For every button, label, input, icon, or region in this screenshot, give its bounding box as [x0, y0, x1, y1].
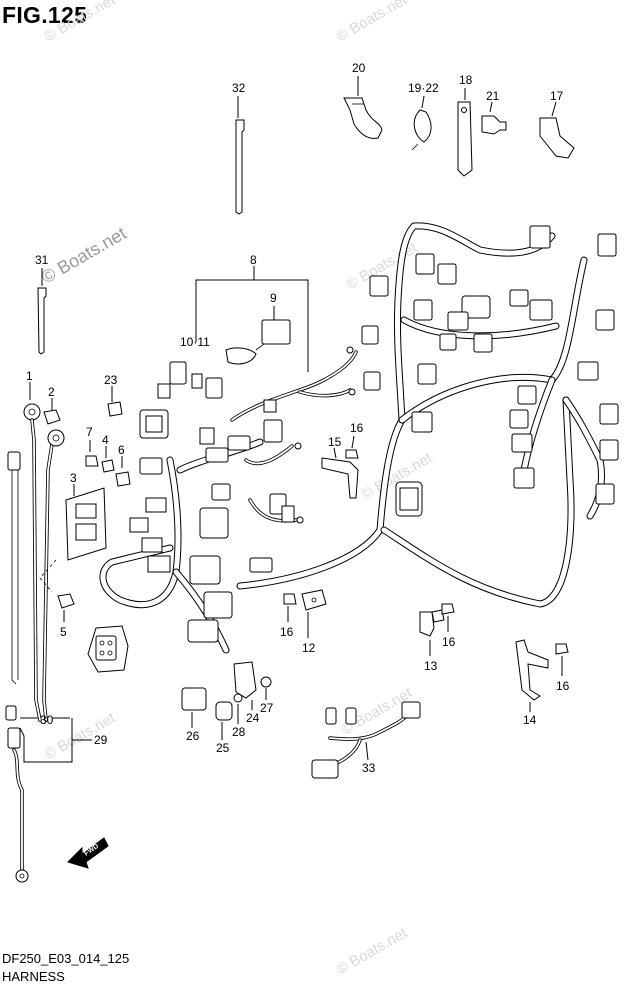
- callout-28: 28: [232, 725, 246, 739]
- part-29-bracket: [19, 718, 92, 763]
- part-17-clamp: [539, 101, 575, 159]
- callout-25: 25: [216, 741, 230, 755]
- part-12-bracket: [301, 589, 327, 638]
- callout-2: 2: [48, 385, 55, 399]
- figure-code: DF250_E03_014_125: [2, 951, 130, 966]
- part-31-cable-tie: [37, 268, 47, 355]
- callout-26: 26: [186, 729, 200, 743]
- callout-27: 27: [260, 701, 274, 715]
- callout-32: 32: [232, 81, 246, 95]
- callout-20: 20: [352, 61, 366, 75]
- callout-7: 7: [86, 425, 93, 439]
- part-14-bracket: [515, 639, 549, 712]
- callout-17: 17: [550, 89, 564, 103]
- callout-33: 33: [362, 761, 376, 775]
- callout-21: 21: [486, 89, 500, 103]
- part-4-washer: [101, 446, 115, 473]
- callout-8: 8: [250, 253, 257, 267]
- part-25-cap: [215, 701, 233, 740]
- callout-labels: 32 20 19·22 18 21 17 31 8 9 10·11 1 2 23…: [26, 61, 570, 775]
- figure-title: FIG.125: [2, 2, 88, 28]
- callout-5: 5: [60, 625, 67, 639]
- top-right-connectors: [361, 225, 619, 505]
- part-7-screw: [85, 440, 99, 467]
- part-28-nut: [233, 693, 243, 724]
- callout-14: 14: [523, 713, 537, 727]
- fwd-arrow: FWD: [67, 837, 109, 869]
- part-5-grommet: [57, 593, 75, 622]
- callout-12: 12: [302, 641, 316, 655]
- part-9-relay: [225, 306, 291, 365]
- callout-16-a: 16: [350, 421, 364, 435]
- part-18-bracket: [457, 88, 473, 177]
- callout-24: 24: [246, 711, 260, 725]
- watermark: © Boats.net: [334, 0, 411, 45]
- watermark: © Boats.net: [334, 924, 411, 978]
- callout-31: 31: [35, 253, 49, 267]
- part-33-sub-harness: [311, 701, 421, 779]
- callout-1: 1: [26, 369, 33, 383]
- part-23-bolt: [107, 386, 123, 417]
- part-16-bolt-b: [283, 593, 297, 622]
- callout-30: 30: [40, 713, 54, 727]
- callout-3: 3: [70, 471, 77, 485]
- part-24-bracket: [233, 661, 257, 710]
- callout-9: 9: [270, 291, 277, 305]
- watermark: © Boats.net: [38, 223, 130, 287]
- callout-16-c: 16: [442, 635, 456, 649]
- figure-footer: DF250_E03_014_125 HARNESS: [2, 950, 129, 986]
- part-19-22-band: [411, 95, 432, 151]
- part-26-cover: [181, 687, 207, 728]
- callout-18: 18: [459, 73, 473, 87]
- part-16-bolt-d: [555, 643, 569, 676]
- callout-13: 13: [424, 659, 438, 673]
- part-8-bracket: [195, 266, 309, 372]
- part-16-bolt-c: [441, 603, 455, 632]
- part-21-bolt: [481, 101, 507, 135]
- callout-16-d: 16: [556, 679, 570, 693]
- part-16-bolt-a: [345, 435, 359, 459]
- callout-10-11: 10·11: [180, 335, 210, 349]
- part-32-cable-tie: [235, 96, 245, 215]
- sub-wires: [230, 350, 358, 523]
- part-15-bracket: [321, 447, 359, 499]
- callout-6: 6: [118, 443, 125, 457]
- callout-15: 15: [328, 435, 342, 449]
- figure-caption: HARNESS: [2, 969, 65, 984]
- part-6-grommet: [115, 456, 131, 487]
- part-27-screw: [260, 676, 272, 700]
- callout-4: 4: [102, 433, 109, 447]
- main-harness: [99, 222, 606, 654]
- part-3-plate: [39, 484, 107, 593]
- callout-19-22: 19·22: [408, 81, 439, 95]
- part-2-nut: [43, 398, 61, 425]
- harness-connectors: [87, 346, 423, 673]
- watermark: © Boats.net: [42, 0, 119, 45]
- part-30-fuse-holder: [5, 705, 70, 883]
- part-20-clamp: [343, 76, 383, 139]
- part-1-battery-cable: [7, 382, 65, 722]
- callout-23: 23: [104, 373, 118, 387]
- callout-29: 29: [94, 733, 108, 747]
- part-13-bracket: [419, 609, 445, 656]
- callout-16-b: 16: [280, 625, 294, 639]
